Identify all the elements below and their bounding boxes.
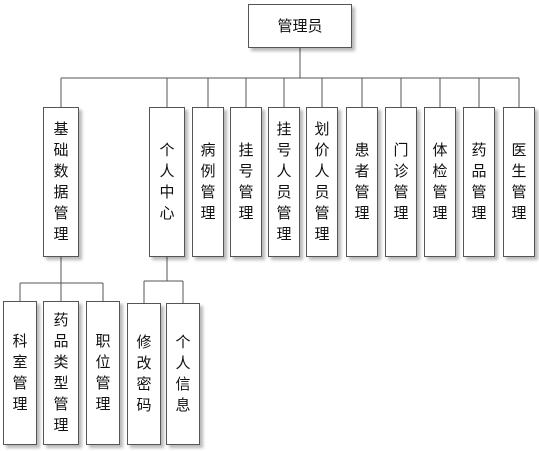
module-label: 划价人员管理 [314,120,330,243]
module-label: 患者管理 [354,141,370,222]
sub-label: 修改密码 [136,333,152,414]
sub-node-position: 职位管理 [86,301,120,445]
module-node-pricer: 划价人员管理 [306,107,338,257]
module-label: 挂号人员管理 [276,120,292,243]
sub-node-personal-info: 个人信息 [166,303,200,445]
sub-node-medicine-type: 药品类型管理 [43,301,79,445]
module-node-registration: 挂号管理 [230,107,262,257]
module-node-registrar: 挂号人员管理 [268,107,300,257]
module-node-checkup: 体检管理 [424,107,456,257]
module-node-personal-center: 个人中心 [149,107,185,257]
root-node: 管理员 [248,4,352,48]
sub-label: 个人信息 [175,333,191,414]
sub-node-change-password: 修改密码 [127,303,161,445]
module-label: 基础数据管理 [53,120,69,243]
sub-label: 药品类型管理 [53,311,69,434]
module-node-doctor: 医生管理 [503,107,535,257]
module-label: 门诊管理 [393,141,409,222]
sub-label: 科室管理 [12,332,28,413]
module-node-patient: 患者管理 [346,107,378,257]
module-label: 体检管理 [432,141,448,222]
module-node-outpatient: 门诊管理 [385,107,417,257]
module-label: 个人中心 [159,141,175,222]
module-node-basic-data: 基础数据管理 [43,107,79,257]
module-label: 医生管理 [511,141,527,222]
module-label: 病例管理 [200,141,216,222]
root-node-label: 管理员 [277,17,323,35]
sub-label: 职位管理 [95,332,111,413]
module-label: 挂号管理 [238,141,254,222]
module-label: 药品管理 [471,141,487,222]
module-node-case: 病例管理 [192,107,224,257]
sub-node-department: 科室管理 [3,301,37,445]
module-node-medicine: 药品管理 [463,107,495,257]
